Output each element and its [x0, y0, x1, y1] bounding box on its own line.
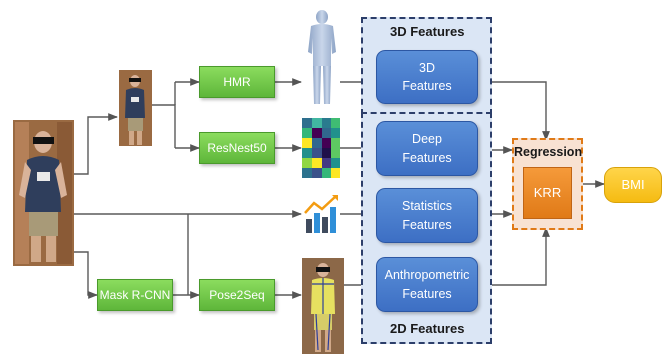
statistics-chart: [302, 193, 340, 235]
statistics-chart-icon: [302, 193, 340, 235]
statistics-features-line1: Statistics: [401, 199, 452, 214]
edge-crop-branch: [152, 104, 176, 148]
pose-skeleton-photo-icon: [302, 258, 344, 354]
krr-box: KRR: [523, 167, 572, 219]
3d-features-line2: Features: [402, 79, 452, 93]
bmi-output-box: BMI: [604, 167, 662, 203]
mask-rcnn-label: Mask R-CNN: [99, 287, 171, 302]
3d-features-line1: 3D: [419, 60, 435, 75]
resnest-node: ResNest50: [199, 132, 275, 164]
3d-body-mesh: [302, 8, 342, 110]
krr-label: KRR: [533, 184, 562, 200]
pose2seq-label: Pose2Seq: [209, 287, 265, 302]
statistics-features-line2: Features: [402, 217, 452, 232]
person-photo-icon: [13, 120, 74, 266]
anthropometric-features-line1: Anthropometric: [384, 268, 470, 283]
feature-heatmap-icon: [302, 118, 340, 178]
3d-features-box: 3D Features: [376, 50, 478, 104]
anthropometric-features-box: Anthropometric Features: [376, 257, 478, 312]
edge-anthro-to-regression: [478, 227, 550, 286]
pose2seq-node: Pose2Seq: [199, 279, 275, 311]
edge-3d-to-regression: [478, 81, 550, 141]
person-crop-icon: [119, 70, 152, 146]
deep-features-box: Deep Features: [376, 121, 478, 176]
edge-photo-to-mask: [74, 251, 98, 299]
hmr-node: HMR: [199, 66, 275, 98]
regression-title: Regression: [514, 145, 583, 159]
deep-features-line2: Features: [402, 150, 452, 165]
person-photo-large: [13, 120, 74, 266]
statistics-features-box: Statistics Features: [376, 188, 478, 243]
2d-features-title: 2D Features: [390, 321, 465, 336]
feature-heatmap: [302, 118, 340, 178]
anthropometric-features-line2: Features: [402, 286, 452, 301]
edge-photo-to-crop: [74, 113, 118, 175]
person-photo-crop: [119, 70, 152, 146]
deep-features-line1: Deep: [412, 132, 442, 147]
pose-skeleton-photo: [302, 258, 344, 354]
bmi-label: BMI: [621, 176, 645, 192]
3d-body-mesh-icon: [308, 10, 336, 104]
3d-features-title: 3D Features: [390, 24, 465, 39]
mask-rcnn-node: Mask R-CNN: [97, 279, 173, 311]
hmr-label: HMR: [223, 74, 251, 89]
resnest-label: ResNest50: [207, 140, 267, 155]
